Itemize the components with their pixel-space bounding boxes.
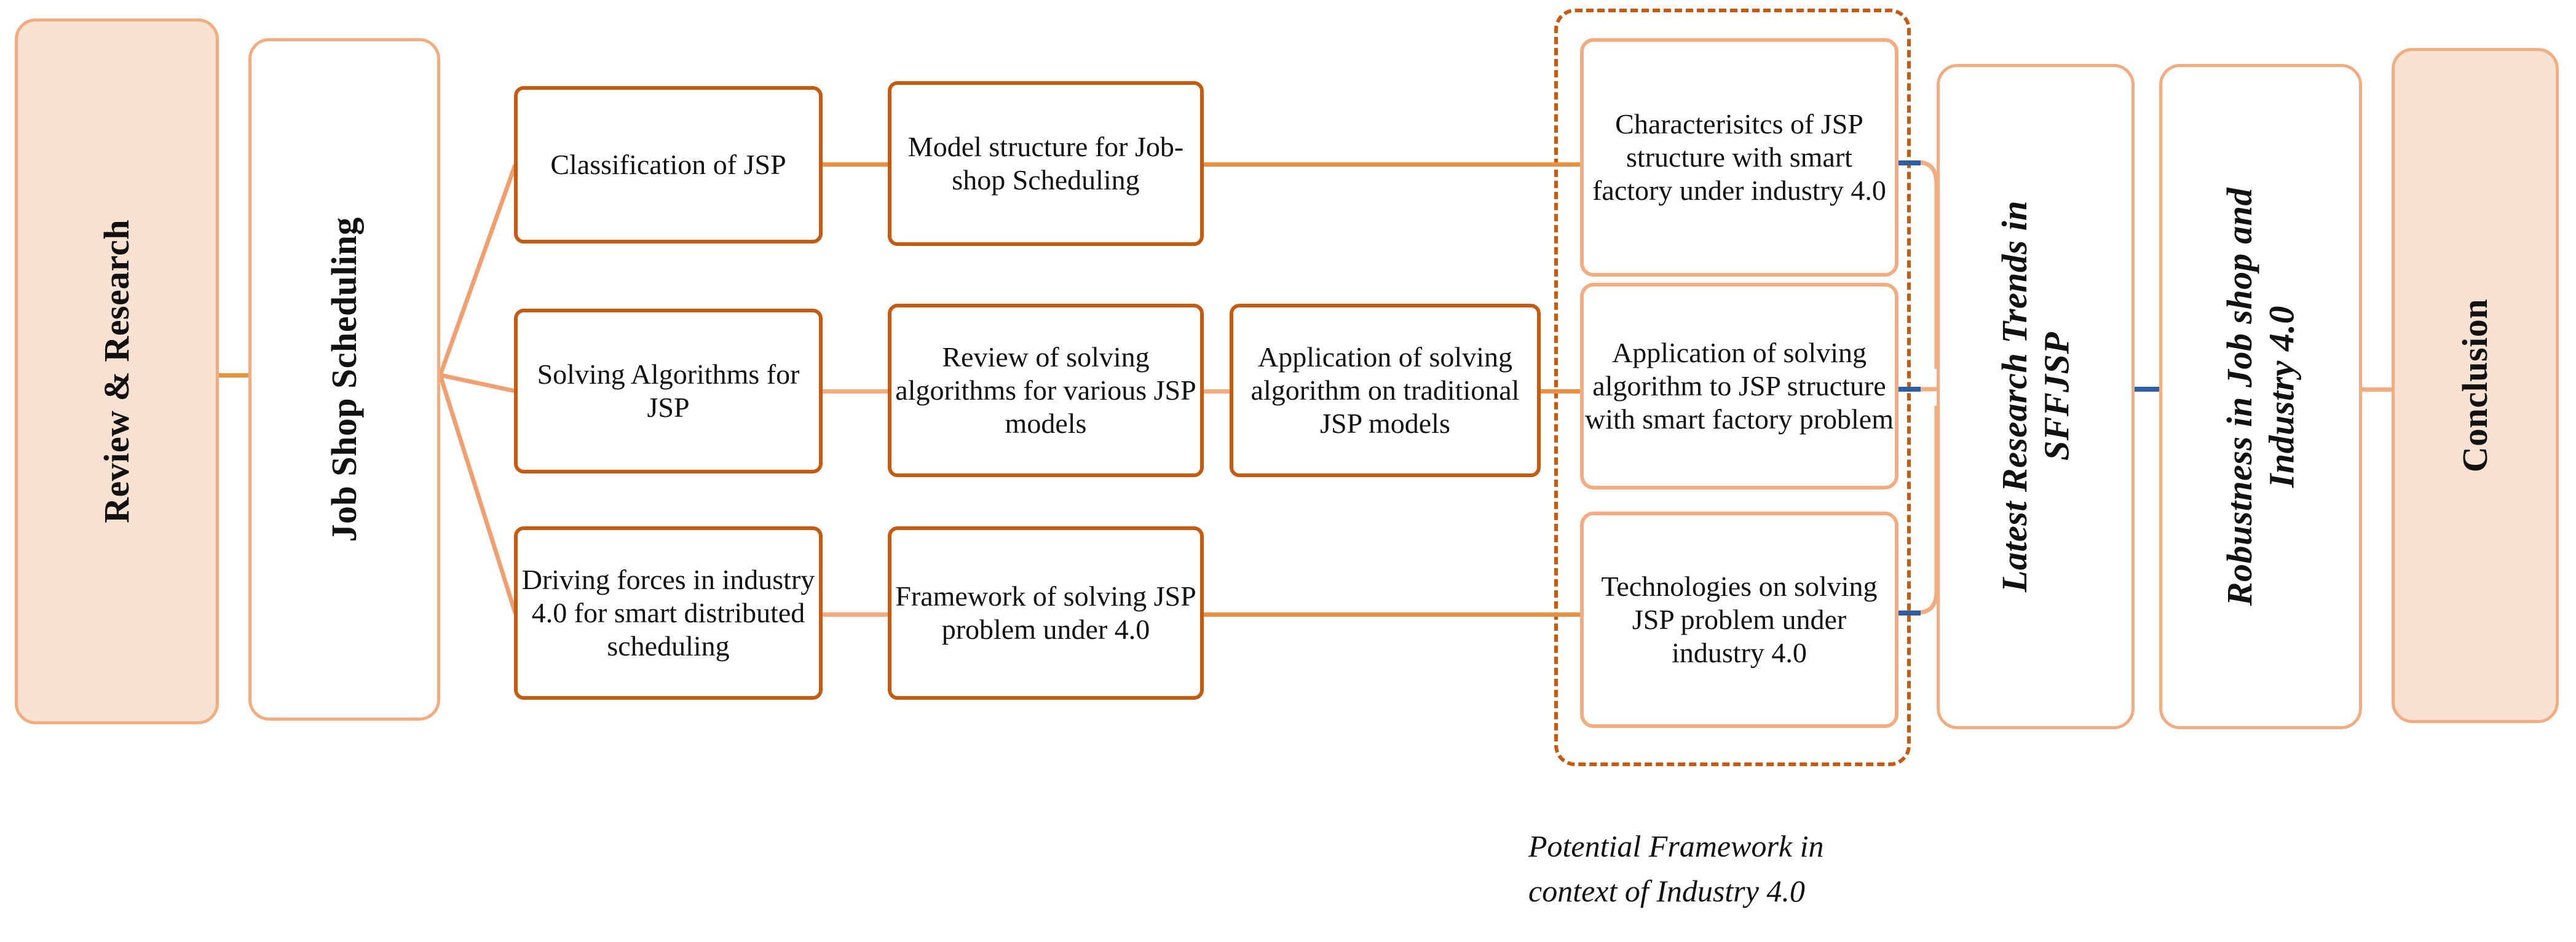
connector-fanout-jobshop [438, 164, 518, 614]
connector-row1-box2-framework [1199, 162, 1585, 167]
pillar-robustness-label: Robustness in Job shop and Industry 4.0 [2219, 187, 2301, 606]
pillar-robustness[interactable]: Robustness in Job shop and Industry 4.0 [2159, 64, 2362, 729]
connector-robustness-to-conclusion [2358, 387, 2396, 392]
marker-tick-row2 [1894, 387, 1921, 392]
connector-row1-box1-box2 [818, 162, 893, 167]
box-characteristics-jsp-smart-factory[interactable]: Characterisitcs of JSP structure with sm… [1580, 38, 1898, 277]
box-framework-solving-jsp-under-40-label: Framework of solving JSP problem under 4… [895, 580, 1196, 645]
box-characteristics-jsp-smart-factory-label: Characterisitcs of JSP structure with sm… [1592, 108, 1886, 207]
box-review-of-solving-algorithms[interactable]: Review of solving algorithms for various… [888, 304, 1204, 477]
box-application-traditional-jsp[interactable]: Application of solving algorithm on trad… [1230, 304, 1541, 477]
box-driving-forces-industry-40-label: Driving forces in industry 4.0 for smart… [521, 563, 815, 662]
pillar-job-shop-scheduling-label: Job Shop Scheduling [323, 216, 364, 542]
box-model-structure-label: Model structure for Job-shop Scheduling [907, 130, 1184, 196]
box-technologies-solving-jsp-under-40[interactable]: Technologies on solving JSP problem unde… [1580, 512, 1898, 728]
pillar-conclusion-label: Conclusion [2454, 298, 2495, 473]
box-application-solving-algorithm-smart-factory-label: Application of solving algorithm to JSP … [1584, 336, 1894, 435]
box-application-solving-algorithm-smart-factory[interactable]: Application of solving algorithm to JSP … [1580, 283, 1898, 489]
box-driving-forces-industry-40[interactable]: Driving forces in industry 4.0 for smart… [514, 526, 823, 700]
pillar-conclusion[interactable]: Conclusion [2392, 48, 2559, 723]
box-classification-of-jsp[interactable]: Classification of JSP [514, 86, 823, 243]
box-classification-of-jsp-label: Classification of JSP [550, 148, 786, 180]
box-framework-solving-jsp-under-40[interactable]: Framework of solving JSP problem under 4… [888, 526, 1204, 700]
pillar-latest-research-trends-label: Latest Research Trends in SFFJSP [1994, 200, 2076, 593]
pillar-review-research-label: Review & Research [96, 220, 136, 523]
box-solving-algorithms-for-jsp[interactable]: Solving Algorithms for JSP [514, 309, 823, 473]
marker-tick-row1 [1894, 160, 1921, 165]
pillar-latest-research-trends[interactable]: Latest Research Trends in SFFJSP [1937, 64, 2135, 729]
connector-row3-box2-framework [1199, 612, 1585, 617]
framework-caption: Potential Framework in context of Indust… [1528, 829, 1824, 908]
connector-review-to-jobshop [213, 373, 256, 378]
connector-row2-box3-framework [1536, 389, 1585, 394]
connector-trends-to-robustness [2130, 387, 2164, 392]
box-application-traditional-jsp-label: Application of solving algorithm on trad… [1250, 341, 1520, 440]
box-technologies-solving-jsp-under-40-label: Technologies on solving JSP problem unde… [1601, 570, 1878, 669]
box-review-of-solving-algorithms-label: Review of solving algorithms for various… [895, 341, 1196, 440]
connector-row2-box1-box2 [818, 389, 893, 394]
connector-row3-box1-box2 [818, 612, 893, 617]
pillar-job-shop-scheduling[interactable]: Job Shop Scheduling [248, 38, 440, 721]
pillar-review-research[interactable]: Review & Research [15, 18, 219, 724]
marker-tick-row3 [1894, 611, 1921, 615]
box-model-structure[interactable]: Model structure for Job-shop Scheduling [888, 81, 1204, 246]
connector-row2-box2-box3 [1199, 389, 1235, 394]
box-solving-algorithms-for-jsp-label: Solving Algorithms for JSP [537, 358, 800, 423]
